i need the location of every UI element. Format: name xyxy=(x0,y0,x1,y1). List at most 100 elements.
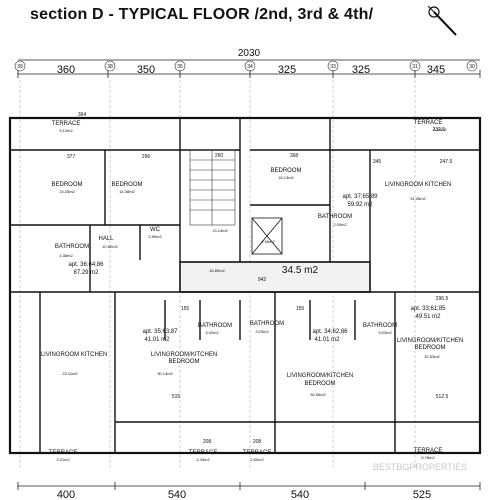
overall-dimension: 2030 xyxy=(238,48,261,59)
svg-text:BEDROOM: BEDROOM xyxy=(168,359,199,365)
svg-text:260: 260 xyxy=(215,153,224,159)
svg-text:39: 39 xyxy=(17,64,23,70)
bedroom-label-3: BEDROOM xyxy=(270,168,301,174)
terrace-label-b2: TERRACE xyxy=(189,450,218,456)
dim-top-2: 350 xyxy=(137,64,155,76)
svg-text:31: 31 xyxy=(412,64,418,70)
dim-top-4: 325 xyxy=(352,64,370,76)
svg-text:2.43m2: 2.43m2 xyxy=(196,457,210,462)
dim-bottom-1: 400 xyxy=(57,489,75,500)
apartment-34-id: apt. 34;62;86 xyxy=(312,329,348,335)
dim-top-5: 345 xyxy=(427,64,445,76)
terrace-label-b4: TERRACE xyxy=(414,448,443,454)
apartment-34-area: 41.01 m2 xyxy=(314,337,340,343)
svg-text:3.26m2: 3.26m2 xyxy=(433,127,447,132)
svg-text:377: 377 xyxy=(67,154,76,160)
svg-text:2.00m2: 2.00m2 xyxy=(333,222,347,227)
svg-text:2.89m2: 2.89m2 xyxy=(148,234,162,239)
svg-text:31.06m2: 31.06m2 xyxy=(410,196,426,201)
svg-text:247.5: 247.5 xyxy=(440,159,453,165)
svg-text:34: 34 xyxy=(247,64,253,70)
watermark: BESTBGPROPERTIES xyxy=(373,462,467,472)
apartment-33-area: 49.51 m2 xyxy=(415,314,441,320)
svg-text:942: 942 xyxy=(258,277,267,283)
livingroom-kitchen-label-b4: LIVINGROOM/KITCHEN xyxy=(397,338,463,344)
terrace-label-b3: TERRACE xyxy=(243,450,272,456)
dim-bottom-3: 540 xyxy=(291,489,309,500)
svg-text:16.13m2: 16.13m2 xyxy=(278,175,294,180)
dim-top-3: 325 xyxy=(278,64,296,76)
terrace-label-top-right: TERRACE xyxy=(414,120,443,126)
svg-text:23.11m2: 23.11m2 xyxy=(62,371,78,376)
bathroom-label-b2: BATHROOM xyxy=(250,321,284,327)
svg-text:30.13m2: 30.13m2 xyxy=(157,371,173,376)
svg-text:6.78m2: 6.78m2 xyxy=(421,455,435,460)
svg-text:155: 155 xyxy=(296,306,305,312)
bedroom-label-1: BEDROOM xyxy=(51,182,82,188)
svg-text:368: 368 xyxy=(290,153,299,159)
svg-text:32.63m2: 32.63m2 xyxy=(424,354,440,359)
bottom-dimension-line: 400 540 540 525 xyxy=(17,482,481,500)
dim-top-1: 360 xyxy=(57,64,75,76)
bathroom-label-top: BATHROOM xyxy=(318,214,352,220)
svg-text:4.38m2: 4.38m2 xyxy=(59,253,73,258)
interior-walls xyxy=(10,118,480,453)
north-arrow-icon xyxy=(427,5,457,36)
apartment-33-id: apt. 33;61;85 xyxy=(410,306,446,312)
top-dimension-line: 360 350 325 325 345 xyxy=(17,64,481,78)
livingroom-kitchen-label-b3: LIVINGROOM/KITCHEN xyxy=(287,373,353,379)
bathroom-label-b3: BATHROOM xyxy=(363,323,397,329)
svg-text:3.21m2: 3.21m2 xyxy=(56,457,70,462)
bathroom-label-b1: BATHROOM xyxy=(198,323,232,329)
apartment-37-id: apt. 37;65;89 xyxy=(342,194,378,200)
svg-text:13.13m2: 13.13m2 xyxy=(212,228,228,233)
svg-text:364: 364 xyxy=(78,112,87,118)
bathroom-label-left: BATHROOM xyxy=(55,244,89,250)
apartment-36-area: 87.29 m2 xyxy=(73,270,99,276)
staircase xyxy=(189,149,236,226)
corridor xyxy=(179,261,371,293)
svg-text:14.38m2: 14.38m2 xyxy=(119,189,135,194)
grid-axes: 39 38 35 34 33 31 30 xyxy=(14,60,478,72)
outer-walls xyxy=(8,116,482,455)
livingroom-kitchen-label-b2: LIVINGROOM/KITCHEN xyxy=(151,352,217,358)
svg-text:2.56m2: 2.56m2 xyxy=(261,239,275,244)
svg-text:296.5: 296.5 xyxy=(436,296,449,302)
svg-text:232.5: 232.5 xyxy=(432,127,445,133)
bedroom-label-2: BEDROOM xyxy=(111,182,142,188)
svg-text:10.62m2: 10.62m2 xyxy=(102,244,118,249)
svg-text:BEDROOM: BEDROOM xyxy=(304,381,335,387)
svg-text:38: 38 xyxy=(107,64,113,70)
svg-text:208: 208 xyxy=(253,439,262,445)
svg-text:208: 208 xyxy=(203,439,212,445)
svg-text:3.03m2: 3.03m2 xyxy=(255,329,269,334)
apartment-36-id: apt. 36;64;86 xyxy=(68,262,104,268)
svg-text:35: 35 xyxy=(177,64,183,70)
svg-text:13.25m2: 13.25m2 xyxy=(59,189,75,194)
svg-text:30: 30 xyxy=(469,64,475,70)
corridor-area: 34.5 m2 xyxy=(282,265,319,276)
svg-text:3.03m2: 3.03m2 xyxy=(378,330,392,335)
livingroom-kitchen-label-b1: LIVINGROOM KITCHEN xyxy=(41,352,107,358)
hall-label: HALL xyxy=(98,236,114,242)
terrace-label-top-left: TERRACE xyxy=(52,121,81,127)
svg-text:155: 155 xyxy=(181,306,190,312)
dim-bottom-2: 540 xyxy=(168,489,186,500)
apartment-37-area: 59.92 m2 xyxy=(347,202,373,208)
page-title: section D - TYPICAL FLOOR /2nd, 3rd & 4t… xyxy=(30,6,374,23)
apartment-35-area: 41.01 m2 xyxy=(144,337,170,343)
svg-text:BEDROOM: BEDROOM xyxy=(414,345,445,351)
svg-text:2.60m2: 2.60m2 xyxy=(250,457,264,462)
svg-text:515: 515 xyxy=(172,394,181,400)
svg-text:16.89m2: 16.89m2 xyxy=(209,268,225,273)
svg-text:345: 345 xyxy=(373,159,382,165)
svg-text:5.10m2: 5.10m2 xyxy=(59,128,73,133)
apartment-35-id: apt. 35;63;87 xyxy=(142,329,178,335)
svg-text:512.5: 512.5 xyxy=(436,394,449,400)
elevator-shaft xyxy=(251,217,283,255)
dim-bottom-4: 525 xyxy=(413,489,431,500)
svg-text:296: 296 xyxy=(142,154,151,160)
svg-text:3.02m2: 3.02m2 xyxy=(205,330,219,335)
svg-text:33: 33 xyxy=(330,64,336,70)
